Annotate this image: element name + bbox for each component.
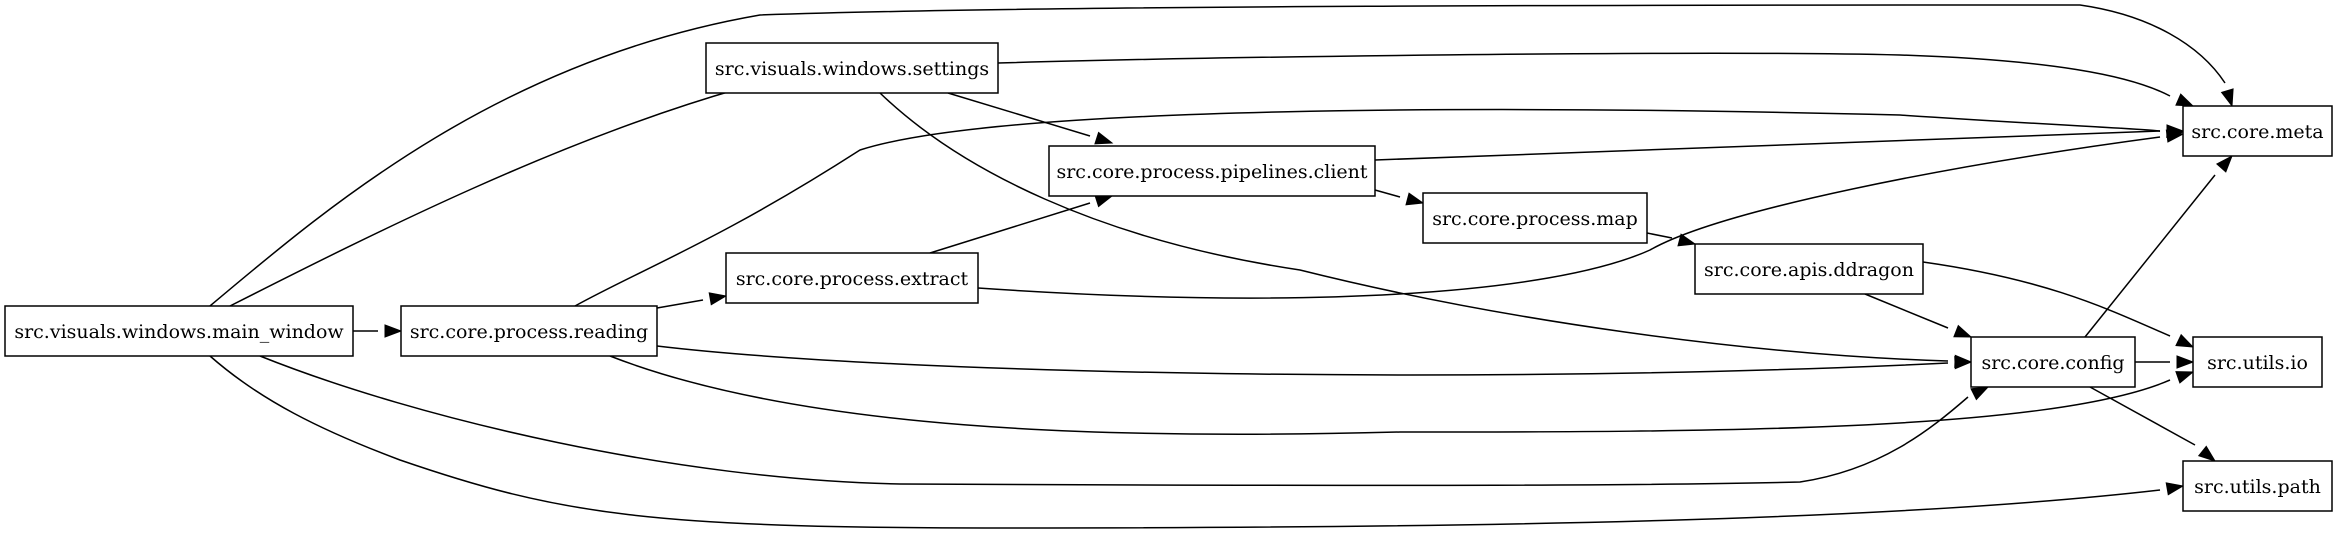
- node-label: src.core.process.reading: [410, 321, 648, 343]
- edge-ddragon-to-config: [1864, 293, 1973, 338]
- node-pipelines-client: src.core.process.pipelines.client: [1048, 145, 1376, 197]
- edge-settings-to-pipelines_client: [947, 92, 1114, 145]
- nodes-layer: src.visuals.windows.main_window src.visua…: [4, 42, 2333, 512]
- node-meta: src.core.meta: [2182, 105, 2333, 157]
- node-box: [1422, 192, 1648, 244]
- arrowhead: [1970, 386, 1990, 401]
- node-box: [4, 305, 354, 357]
- arrowhead: [1094, 194, 1114, 208]
- node-reading: src.core.process.reading: [400, 305, 658, 357]
- node-label: src.core.process.pipelines.client: [1056, 161, 1367, 183]
- node-path: src.utils.path: [2182, 460, 2333, 512]
- node-label: src.utils.path: [2194, 476, 2321, 498]
- edge-main_window-to-reading: [353, 324, 403, 338]
- arrowhead: [2175, 333, 2195, 348]
- arrowhead: [2175, 371, 2195, 384]
- node-io: src.utils.io: [2192, 336, 2323, 388]
- arrowhead: [1405, 192, 1425, 206]
- node-box: [400, 305, 658, 357]
- edge-config-to-meta: [2084, 154, 2233, 338]
- node-label: src.core.process.extract: [736, 268, 969, 290]
- arrowhead: [1094, 131, 1114, 145]
- edge-line: [2089, 386, 2196, 446]
- edge-main_window-to-meta: [209, 4, 2234, 307]
- edge-main_window-to-path: [209, 355, 2185, 529]
- arrowhead: [2175, 93, 2195, 107]
- edge-extract-to-pipelines_client: [929, 194, 1114, 254]
- edge-map-to-ddragon: [1646, 232, 1697, 247]
- edge-line: [2084, 174, 2216, 338]
- edge-line: [259, 355, 1969, 487]
- node-extract: src.core.process.extract: [725, 252, 979, 304]
- node-box: [2192, 336, 2323, 388]
- node-config: src.core.config: [1970, 336, 2136, 388]
- edge-line: [656, 345, 1949, 376]
- node-label: src.core.apis.ddragon: [1704, 259, 1914, 281]
- node-label: src.utils.io: [2207, 352, 2308, 374]
- arrowhead: [2166, 124, 2185, 138]
- arrowhead: [2197, 445, 2217, 462]
- node-box: [1048, 145, 1376, 197]
- edge-reading-to-extract: [656, 292, 728, 309]
- node-ddragon: src.core.apis.ddragon: [1694, 243, 1924, 295]
- node-label: src.core.config: [1981, 352, 2124, 374]
- edge-settings-to-meta: [997, 52, 2195, 107]
- edge-line: [1922, 261, 2171, 337]
- node-box: [2182, 460, 2333, 512]
- node-label: src.core.meta: [2191, 121, 2323, 143]
- edge-pipelines_client-to-map: [1374, 189, 1425, 206]
- edge-line: [209, 4, 2226, 307]
- arrowhead: [2176, 355, 2195, 369]
- arrowhead: [2165, 482, 2185, 496]
- node-box: [725, 252, 979, 304]
- edge-line: [209, 355, 2161, 529]
- edge-main_window-to-config: [259, 355, 1990, 487]
- node-map: src.core.process.map: [1422, 192, 1648, 244]
- arrowhead: [2215, 154, 2233, 173]
- node-settings: src.visuals.windows.settings: [705, 42, 999, 94]
- arrowhead: [384, 324, 403, 338]
- edge-line: [977, 136, 2161, 299]
- edge-pipelines_client-to-meta: [1374, 124, 2185, 161]
- edge-config-to-io: [2135, 355, 2195, 369]
- node-label: src.visuals.windows.settings: [715, 58, 989, 80]
- edge-main_window-to-settings: [229, 80, 763, 307]
- edge-line: [947, 92, 1091, 137]
- edge-line: [574, 108, 2161, 307]
- edge-line: [997, 52, 2171, 97]
- edge-config-to-path: [2089, 386, 2217, 462]
- edge-reading-to-io: [609, 355, 2195, 436]
- node-box: [2182, 105, 2333, 157]
- arrowhead: [2220, 88, 2234, 108]
- edge-line: [879, 92, 1949, 362]
- arrowhead: [708, 292, 728, 306]
- edge-line: [656, 299, 704, 309]
- node-label: src.visuals.windows.main_window: [14, 321, 344, 343]
- node-box: [705, 42, 999, 94]
- edge-line: [1374, 189, 1401, 198]
- edge-line: [609, 355, 2171, 436]
- node-box: [1694, 243, 1924, 295]
- arrowhead: [1953, 324, 1973, 338]
- edge-line: [1646, 232, 1673, 239]
- node-main-window: src.visuals.windows.main_window: [4, 305, 354, 357]
- edge-line: [229, 88, 739, 307]
- node-label: src.core.process.map: [1432, 208, 1638, 230]
- edge-line: [1864, 293, 1949, 329]
- edge-line: [929, 202, 1091, 254]
- edge-reading-to-config: [656, 345, 1973, 376]
- edge-ddragon-to-io: [1922, 261, 2195, 348]
- edge-line: [1374, 130, 2161, 161]
- arrowhead: [1677, 233, 1697, 247]
- arrowhead: [1954, 356, 1973, 370]
- node-box: [1970, 336, 2136, 388]
- edges-layer: [209, 4, 2234, 529]
